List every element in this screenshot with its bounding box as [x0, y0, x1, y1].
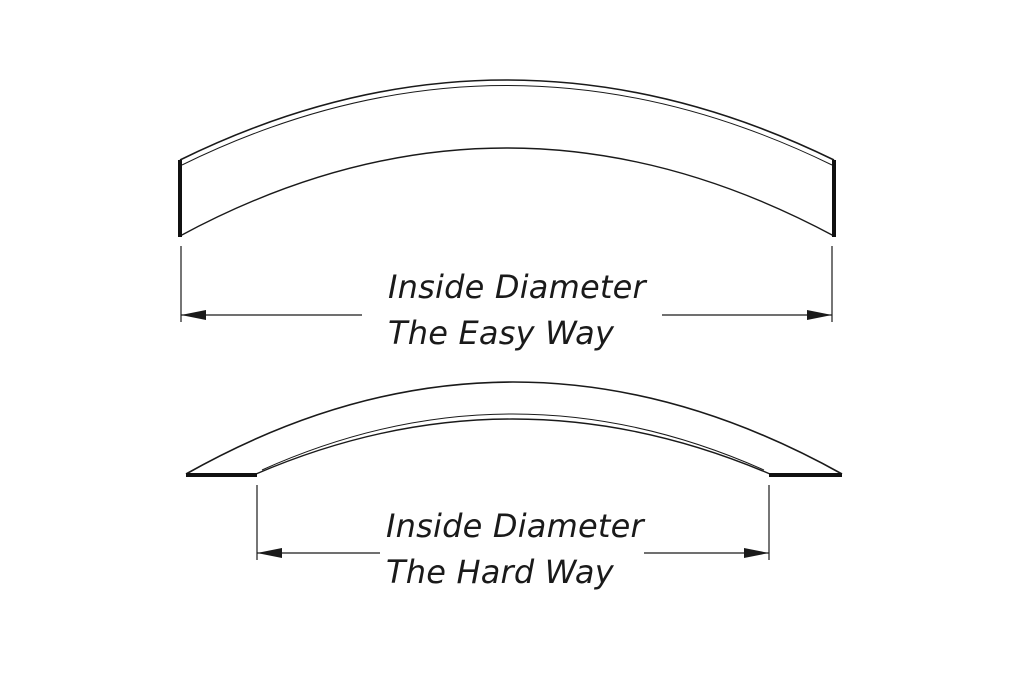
hard-way-caption-line2: The Hard Way	[386, 553, 614, 591]
hard-arrowhead-right	[744, 548, 769, 558]
easy-way-caption: Inside Diameter The Easy Way	[388, 264, 646, 356]
hard-arch-outer-edge	[185, 381, 843, 475]
hard-arch-inner-edge	[255, 418, 771, 475]
easy-way-caption-line2: The Easy Way	[388, 314, 615, 352]
hard-way-caption: Inside Diameter The Hard Way	[386, 503, 644, 595]
easy-way-caption-line1: Inside Diameter	[388, 268, 646, 306]
hard-arrowhead-left	[257, 548, 282, 558]
easy-arch-inner-edge	[179, 147, 835, 237]
hard-way-caption-line1: Inside Diameter	[386, 507, 644, 545]
easy-arrowhead-left	[181, 310, 206, 320]
hard-arch-inner-edge-second-line	[261, 413, 765, 471]
easy-arrowhead-right	[807, 310, 832, 320]
easy-arch-outer-edge	[179, 79, 835, 161]
easy-arch-outer-edge-inner-line	[181, 85, 833, 166]
hard-way-figure	[185, 381, 843, 560]
easy-way-figure	[178, 79, 836, 322]
